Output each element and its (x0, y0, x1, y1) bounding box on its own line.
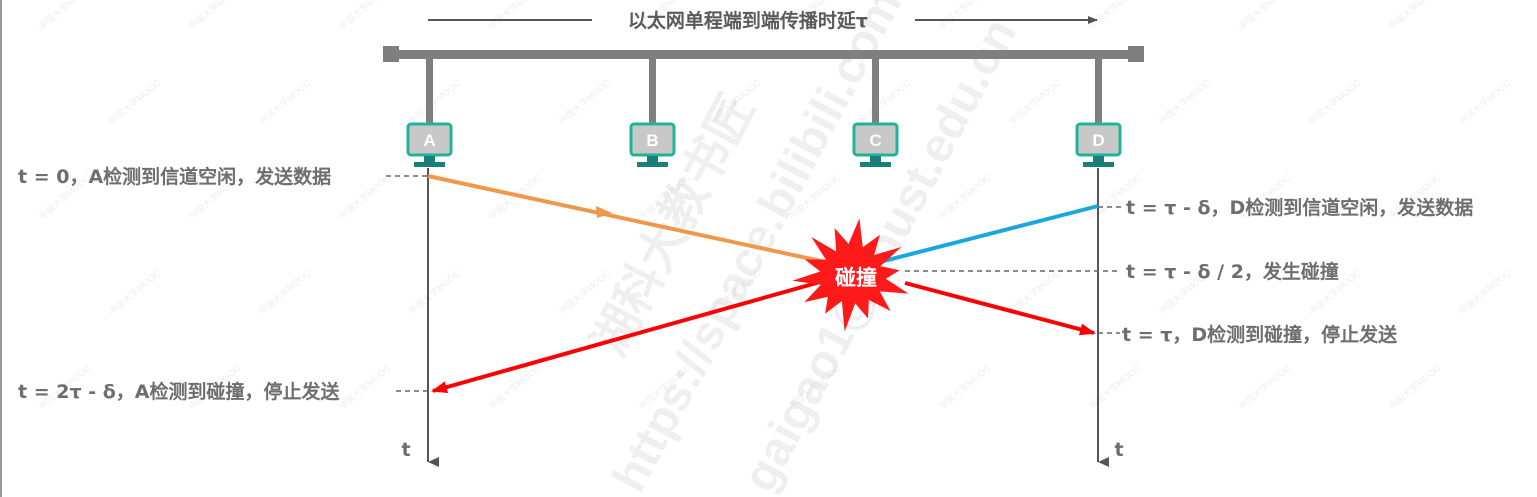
station-d-label: D (1092, 131, 1104, 150)
watermark-small-text: 中国大学MOOC (1386, 0, 1442, 32)
station-b-neck (647, 156, 658, 162)
watermark-small-text: 中国大学MOOC (1456, 77, 1512, 127)
station-a-base (414, 162, 445, 167)
watermark-small-text: 中国大学MOOC (486, 0, 542, 32)
watermark-small-text: 中国大学MOOC (1386, 362, 1442, 412)
watermark-small-text: 中国大学MOOC (186, 0, 242, 32)
signal-a (427, 174, 831, 265)
watermark-small-text: 中国大学MOOC (1236, 362, 1292, 412)
station-c-neck (870, 156, 881, 162)
collision-signal-to-a (431, 280, 821, 393)
event-d-send: t = τ - δ，D检测到信道空闲，发送数据 (1126, 196, 1473, 219)
station-b-drop (649, 59, 656, 124)
watermark-small-text: 中国大学MOOC (336, 362, 392, 412)
bus (383, 46, 1144, 62)
station-a: A (406, 59, 453, 167)
station-a-monitor (406, 122, 453, 157)
collision-signal-to-d (904, 281, 1096, 336)
station-d: D (1075, 59, 1122, 167)
collision-burst: 碰撞 (792, 218, 909, 332)
title-group: 以太网单程端到端传播时延τ (428, 9, 1098, 32)
station-c: C (852, 59, 899, 167)
station-b-base (637, 162, 668, 167)
station-c-label: C (869, 131, 881, 150)
signal-d (879, 204, 1099, 264)
event-d-detect: t = τ，D检测到碰撞，停止发送 (1122, 323, 1398, 346)
watermark-small-text: 中国大学MOOC (1006, 77, 1062, 127)
watermark-small-text: 中国大学MOOC (36, 0, 92, 32)
time-axis-label-d: t (1114, 439, 1123, 461)
watermark-small-text: 中国大学MOOC (556, 77, 612, 127)
station-a-drop (426, 59, 433, 124)
station-b: B (629, 59, 676, 167)
leader-lines (386, 175, 1125, 392)
station-a-label: A (423, 131, 435, 150)
time-axis-label-a: t (401, 439, 410, 461)
event-a-send: t = 0，A检测到信道空闲，发送数据 (18, 165, 331, 188)
station-d-monitor (1075, 122, 1122, 157)
station-c-drop (872, 59, 879, 124)
station-c-base (860, 162, 891, 167)
event-collision: t = τ - δ / 2，发生碰撞 (1126, 260, 1339, 283)
watermark-small-text: 中国大学MOOC (1156, 77, 1212, 127)
signal-a-arrowhead (596, 206, 612, 218)
station-a-neck (424, 156, 435, 162)
watermark-small-text: 中国大学MOOC (1306, 77, 1362, 127)
title: 以太网单程端到端传播时延τ (628, 9, 868, 32)
event-a-detect: t = 2τ - δ，A检测到碰撞，停止发送 (18, 380, 340, 403)
station-d-neck (1093, 156, 1104, 162)
watermark-small-text: 中国大学MOOC (336, 0, 392, 32)
watermark-small-text: 中国大学MOOC (336, 172, 392, 222)
watermark-small-text: 中国大学MOOC (1456, 267, 1512, 317)
bus-terminator-left (383, 46, 399, 62)
watermark-small-text: 中国大学MOOC (406, 77, 462, 127)
stations: A B C D (406, 59, 1122, 167)
watermark-small-text: 中国大学MOOC (106, 267, 162, 317)
signals (427, 174, 1099, 393)
watermark-small-text: 中国大学MOOC (1086, 362, 1142, 412)
watermark-small-text: 中国大学MOOC (256, 77, 312, 127)
bus-terminator-right (1128, 46, 1144, 62)
watermark-small-text: 中国大学MOOC (936, 362, 992, 412)
watermark-small-text: 中国大学MOOC (1006, 267, 1062, 317)
watermark-small-text: 中国大学MOOC (1236, 0, 1292, 32)
watermark-small-text: 中国大学MOOC (256, 267, 312, 317)
collision-burst-shape (792, 218, 909, 332)
collision-label: 碰撞 (835, 266, 877, 290)
station-c-monitor (852, 122, 899, 157)
station-d-drop (1095, 59, 1102, 124)
watermark-small-text: 中国大学MOOC (406, 267, 462, 317)
bus-line (391, 50, 1140, 59)
watermark: 湖科大教书匠 https://space.bilibili.com/360996… (36, 0, 1537, 497)
station-b-label: B (646, 131, 658, 150)
watermark-small-text: 中国大学MOOC (106, 77, 162, 127)
station-b-monitor (629, 122, 676, 157)
station-d-base (1083, 162, 1114, 167)
watermark-small-text: 中国大学MOOC (1086, 0, 1142, 32)
